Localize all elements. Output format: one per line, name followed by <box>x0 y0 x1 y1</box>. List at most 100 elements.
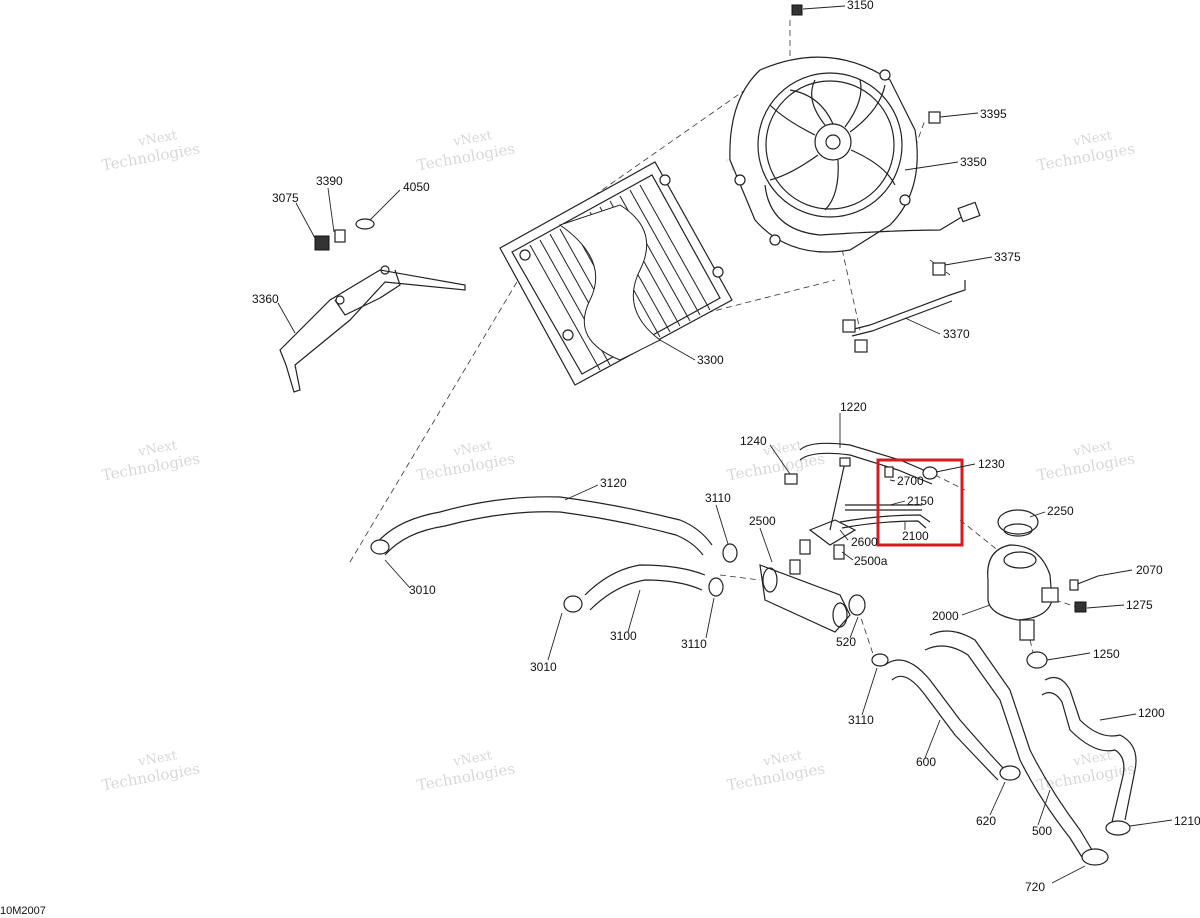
callout-2250: 2250 <box>1047 504 1074 518</box>
bracket-3370[interactable] <box>849 280 966 337</box>
callout-720: 720 <box>1025 880 1045 894</box>
callout-2700: 2700 <box>897 474 924 488</box>
callout-1275: 1275 <box>1126 598 1153 612</box>
pressure-cap-2250[interactable] <box>997 509 1039 537</box>
watermark-text: vNext <box>1071 748 1114 770</box>
clamp-1230[interactable] <box>922 466 938 480</box>
callout-3360: 3360 <box>252 292 279 306</box>
fitting-2500a[interactable] <box>799 539 845 560</box>
callout-2150: 2150 <box>907 494 934 508</box>
watermark-text: vNext <box>451 128 494 150</box>
clamp-3010[interactable] <box>370 539 390 555</box>
screw-3390[interactable] <box>334 229 346 243</box>
callout-3110-bottom: 3110 <box>848 713 874 727</box>
watermark-text: vNext <box>761 438 804 460</box>
watermark-8: vNext Technologies <box>1035 438 1136 484</box>
callout-1210: 1210 <box>1174 814 1200 828</box>
watermark-2: vNext Technologies <box>415 128 516 174</box>
watermark-4: vNext Technologies <box>1035 128 1136 174</box>
callout-620: 620 <box>976 814 996 828</box>
clip-nut-3075[interactable] <box>314 235 330 251</box>
watermark-text: vNext <box>761 748 804 770</box>
callout-labels: 3150 3395 3350 3390 4050 3075 3360 3375 … <box>252 0 1200 894</box>
clamp-2700[interactable] <box>884 466 894 478</box>
clamp-1240[interactable] <box>784 473 798 485</box>
hose-3120[interactable] <box>374 496 713 556</box>
hose-2150[interactable] <box>845 504 922 511</box>
screw-3395[interactable] <box>928 111 941 124</box>
fan-assembly-3350[interactable] <box>729 56 981 253</box>
watermark-text: vNext <box>136 438 179 460</box>
watermark-6: vNext Technologies <box>415 438 516 484</box>
clamp-1210[interactable] <box>1105 820 1131 836</box>
callout-3010-lower: 3010 <box>530 660 557 674</box>
callout-1200: 1200 <box>1138 706 1165 720</box>
screw-2070[interactable] <box>1069 575 1099 591</box>
hose-1200[interactable] <box>1041 677 1137 823</box>
callout-2000: 2000 <box>932 609 959 623</box>
callout-3110-top: 3110 <box>705 491 731 505</box>
callout-2100: 2100 <box>902 529 929 543</box>
watermark-5: vNext Technologies <box>100 438 201 484</box>
washer-4050[interactable] <box>355 218 375 230</box>
watermark-10: vNext Technologies <box>415 748 516 794</box>
highlight-box <box>876 458 964 547</box>
clamp-720[interactable] <box>1081 848 1109 866</box>
support-bracket-3360[interactable] <box>279 265 466 393</box>
callout-3075: 3075 <box>272 191 299 205</box>
callout-4050: 4050 <box>403 180 430 194</box>
callout-3110-middle: 3110 <box>681 637 707 651</box>
hose-3100[interactable] <box>584 564 706 611</box>
watermark-7: vNext Technologies <box>725 438 826 484</box>
grommet-3375[interactable] <box>842 262 946 353</box>
watermark-text: vNext <box>136 128 179 150</box>
callout-3100: 3100 <box>610 629 637 643</box>
callout-3300: 3300 <box>697 353 724 367</box>
callout-3120: 3120 <box>600 476 627 490</box>
nut-1275[interactable] <box>1074 601 1087 613</box>
watermark-text: vNext <box>136 748 179 770</box>
callout-3150: 3150 <box>847 0 874 12</box>
hose-500[interactable] <box>924 630 1096 863</box>
watermark-11: vNext Technologies <box>725 748 826 794</box>
callout-3370: 3370 <box>943 327 970 341</box>
callout-1220: 1220 <box>840 400 867 414</box>
assembly-lines <box>349 20 1081 661</box>
watermark-9: vNext Technologies <box>100 748 201 794</box>
callout-2600: 2600 <box>851 535 878 549</box>
radiator-3300[interactable] <box>499 161 733 386</box>
watermark-1: vNext Technologies <box>100 128 201 174</box>
callout-2070: 2070 <box>1136 563 1163 577</box>
clamp-520[interactable] <box>848 594 866 616</box>
diagram-id: 10M2007 <box>0 905 46 917</box>
callout-1240: 1240 <box>740 434 767 448</box>
thermostat-housing-2500[interactable] <box>759 559 851 633</box>
hose-2100[interactable] <box>839 514 931 529</box>
callout-3395: 3395 <box>980 107 1007 121</box>
clamp-1250[interactable] <box>1026 651 1048 669</box>
callout-3010-upper: 3010 <box>409 583 436 597</box>
leader-lines <box>277 5 1173 884</box>
watermark-text: vNext <box>451 748 494 770</box>
hose-600[interactable] <box>884 659 1006 781</box>
callout-3350: 3350 <box>960 155 987 169</box>
callout-3375: 3375 <box>994 250 1021 264</box>
screw-2600[interactable] <box>829 457 851 531</box>
callout-2500a: 2500a <box>854 554 888 568</box>
callout-3390: 3390 <box>316 174 343 188</box>
callout-500: 500 <box>1032 824 1052 838</box>
coolant-reservoir-2000[interactable] <box>987 544 1059 641</box>
screw-3150[interactable] <box>791 4 803 16</box>
watermark-text: vNext <box>1071 438 1114 460</box>
callout-2500: 2500 <box>749 514 776 528</box>
callout-1250: 1250 <box>1093 647 1120 661</box>
clamp-620[interactable] <box>999 765 1021 781</box>
clamp-3010-lower[interactable] <box>563 595 583 613</box>
watermark-text: vNext <box>1071 128 1114 150</box>
watermark-text: vNext <box>451 438 494 460</box>
hose-1220[interactable] <box>799 442 936 485</box>
bracket-2600[interactable] <box>808 519 857 546</box>
clamp-3110[interactable] <box>708 543 889 667</box>
